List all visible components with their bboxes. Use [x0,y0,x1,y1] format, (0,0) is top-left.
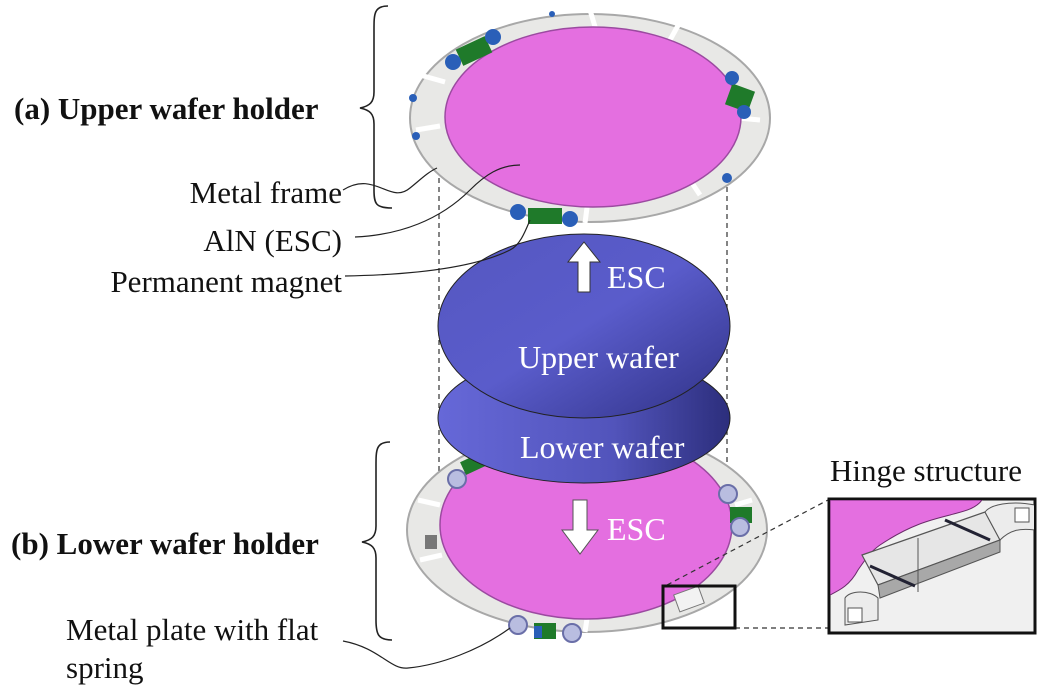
hinge-structure-label: Hinge structure [830,453,1022,488]
esc-up-arrow [566,241,602,293]
leader-metal-plate [342,627,511,669]
upper-aln-esc [444,26,742,208]
metal-frame-label: Metal frame [189,175,342,210]
upper-permanent-magnets [409,11,756,227]
metal-plate-label-line2: spring [66,650,144,685]
upper-wafer-label: Upper wafer [518,339,679,375]
esc-down-label: ESC [607,511,666,547]
upper-wafer-holder [409,9,771,227]
lower-wafer-label: Lower wafer [520,429,685,465]
hinge-callout-lines [666,499,829,629]
wafer-stack [437,233,731,484]
hinge-detail-inset [827,497,1037,635]
esc-down-arrow [561,499,599,555]
lower-wafer-holder-label: (b) Lower wafer holder [11,526,319,561]
leader-permanent-magnet [344,219,531,277]
esc-up-label: ESC [607,259,666,295]
leader-metal-frame [342,167,438,194]
aln-esc-label: AlN (ESC) [203,223,342,258]
upper-wafer-holder-label: (a) Upper wafer holder [14,91,319,126]
hinge-highlight-box [661,584,737,630]
upper-holder-brace [359,5,393,209]
metal-plate-label-line1: Metal plate with flat [66,612,319,647]
upper-wafer [437,233,731,419]
leader-aln-esc [354,164,521,238]
lower-flat-springs [425,453,752,643]
permanent-magnet-label: Permanent magnet [110,264,342,299]
lower-holder-brace [361,441,393,641]
leader-lines [342,164,531,669]
lower-hinge [673,585,705,613]
